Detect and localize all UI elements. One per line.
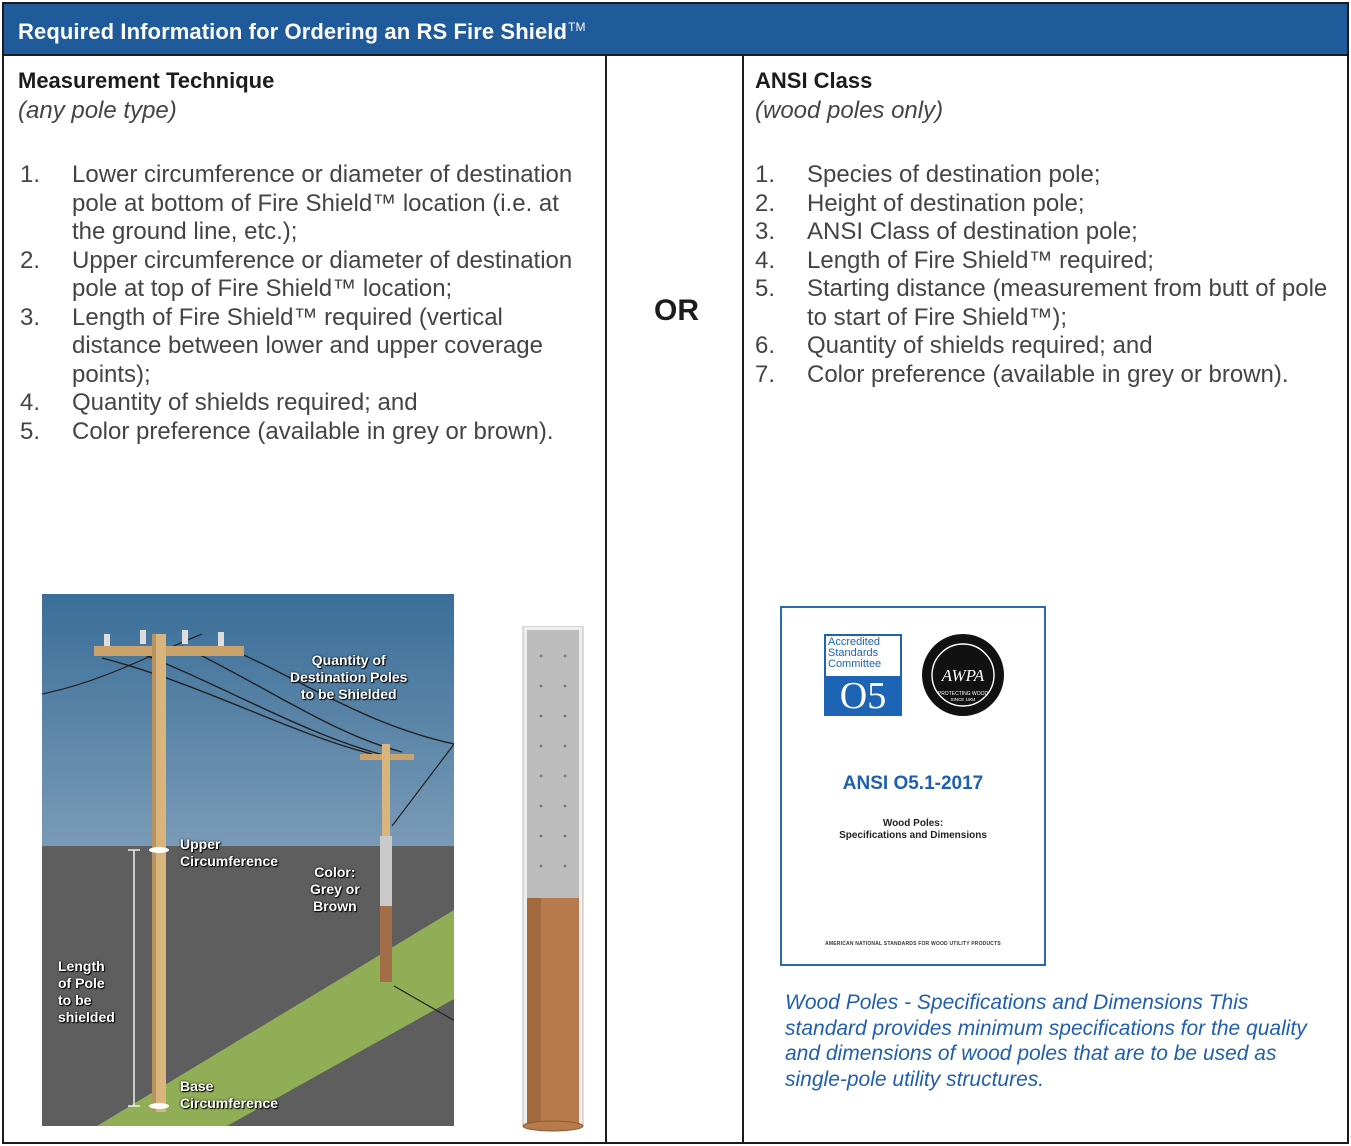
ansi-standard-title: ANSI O5.1-2017 bbox=[842, 773, 984, 794]
list-item: 6.Quantity of shields required; and bbox=[755, 332, 1153, 359]
left-column-subtitle: (any pole type) bbox=[18, 97, 177, 124]
ansi-standard-footer: AMERICAN NATIONAL STANDARDS FOR WOOD UTI… bbox=[825, 941, 1001, 947]
measurement-steps: 1.Lower circumference or diameter of des… bbox=[20, 161, 580, 446]
or-separator: OR bbox=[654, 294, 699, 327]
list-item: 7.Color preference (available in grey or… bbox=[755, 360, 1289, 388]
list-item: 4.Length of Fire Shield™ required; bbox=[755, 246, 1154, 274]
svg-text:AWPA: AWPA bbox=[941, 666, 985, 685]
left-column-title: Measurement Technique bbox=[18, 68, 275, 93]
column-divider-left bbox=[605, 56, 607, 1142]
list-item: 3.ANSI Class of destination pole; bbox=[755, 218, 1138, 245]
right-column-subtitle: (wood poles only) bbox=[755, 97, 944, 124]
standard-caption: Wood Poles - Specifications and Dimensio… bbox=[785, 991, 1307, 1091]
list-item: 5.Color preference (available in grey or… bbox=[20, 417, 554, 445]
list-item: 3.Length of Fire Shield™ required (verti… bbox=[20, 303, 543, 388]
fire-shield-sleeve-illustration bbox=[519, 625, 587, 1132]
header-title: Required Information for Ordering an RS … bbox=[18, 19, 586, 44]
list-item: 4.Quantity of shields required; and bbox=[20, 389, 418, 416]
ansi-standard-subtitle: Wood Poles:Specifications and Dimensions bbox=[839, 818, 987, 841]
ansi-steps: 1.Species of destination pole; 2.Height … bbox=[755, 161, 1335, 389]
awpa-logo: AWPA PROTECTING WOOD SINCE 1904 bbox=[922, 634, 1004, 716]
right-column-title: ANSI Class bbox=[755, 68, 873, 93]
column-divider-right bbox=[742, 56, 744, 1142]
list-item: 5.Starting distance (measurement from bu… bbox=[755, 275, 1328, 331]
svg-text:SINCE 1904: SINCE 1904 bbox=[950, 697, 976, 702]
table-header: Required Information for Ordering an RS … bbox=[4, 4, 1347, 56]
list-item: 2.Upper circumference or diameter of des… bbox=[20, 246, 573, 303]
list-item: 2.Height of destination pole; bbox=[755, 189, 1085, 217]
list-item: 1.Species of destination pole; bbox=[755, 161, 1101, 188]
list-item: 1.Lower circumference or diameter of des… bbox=[20, 161, 573, 245]
svg-text:PROTECTING WOOD: PROTECTING WOOD bbox=[938, 691, 989, 697]
trademark-mark: TM bbox=[568, 20, 586, 34]
fire-shield-icon bbox=[522, 625, 584, 1132]
utility-pole-scene bbox=[41, 594, 531, 1126]
